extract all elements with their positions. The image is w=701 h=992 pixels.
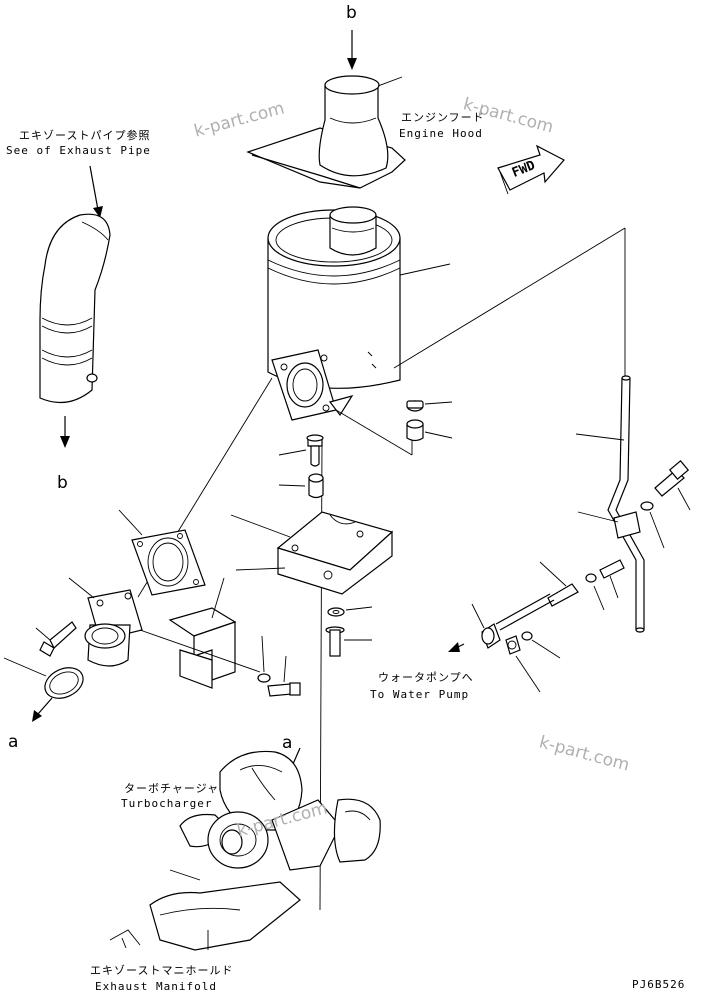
water-pipe [575,375,645,633]
washer-and-bolt-lower [325,606,373,657]
small-bolt-left [35,621,77,657]
bracket-plate [230,511,394,595]
hose-nipple [448,561,579,693]
nut-and-spacer [406,400,453,442]
exhaust-pipe-label-en: See of Exhaust Pipe [6,144,151,157]
elbow-connector [68,577,143,667]
washer-and-bolt-bracket [257,635,301,697]
fwd-arrow [497,144,565,195]
turbocharger-assembly [109,747,381,951]
engine-hood-label-jp: エンジンフード [401,111,485,124]
exhaust-manifold-label-en: Exhaust Manifold [95,980,217,992]
l-bracket [139,577,261,689]
bolt-and-spacer [278,434,324,499]
water-pump-label-en: To Water Pump [370,688,470,701]
exhaust-stack [246,75,406,189]
turbocharger-label-jp: ターボチャージャ [124,782,220,795]
exhaust-pipe-label-jp: エキゾーストパイプ参照 [19,129,151,142]
clamp-ring [3,657,84,722]
drawing-code: PJ6B526 [632,978,686,991]
muffler [267,206,451,421]
ref-b-top: b [346,3,357,23]
turbocharger-label-en: Turbocharger [121,797,213,810]
gasket [118,509,206,596]
right-fasteners [585,460,691,611]
engine-hood-label-en: Engine Hood [399,127,483,140]
ref-a-turbo: a [282,733,293,753]
water-pump-label-jp: ウォータポンプへ [378,671,474,684]
ref-b-left: b [57,473,68,493]
ref-a-left: a [8,732,19,752]
exhaust-manifold-label-jp: エキゾーストマニホールド [90,964,234,977]
exhaust-pipe [39,165,111,448]
arrow-b-top [347,30,357,70]
